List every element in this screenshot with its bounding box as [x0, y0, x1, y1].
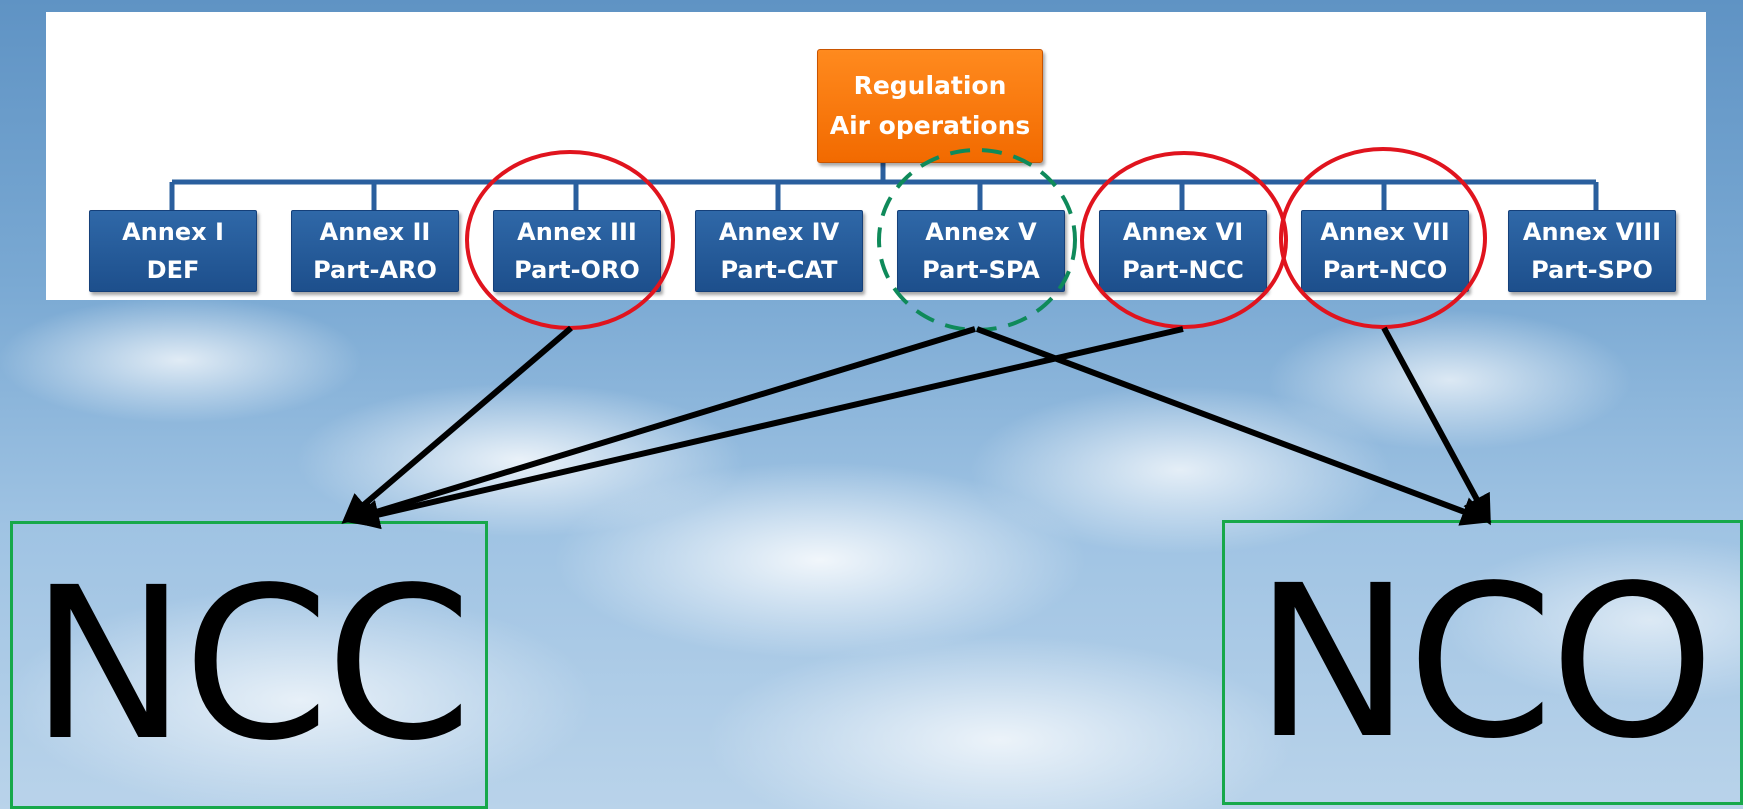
annex-5-title: Annex V	[925, 218, 1037, 246]
regulation-root-box: Regulation Air operations	[817, 49, 1043, 163]
arrow-spa-to-ncc	[344, 326, 976, 528]
annex-6-title: Annex VI	[1122, 218, 1244, 246]
annex-2-title: Annex II	[319, 218, 431, 246]
annex-3-title: Annex III	[517, 218, 637, 246]
annex-5-part: Part-SPA	[922, 256, 1040, 284]
arrow-ncc-to-ncc	[349, 326, 1184, 530]
annex-box-7: Annex VII Part-NCO	[1301, 210, 1469, 292]
annex-8-part: Part-SPO	[1531, 256, 1653, 284]
arrow-spa-to-nco	[975, 326, 1492, 526]
annex-7-title: Annex VII	[1320, 218, 1450, 246]
ncc-target-box: NCC	[10, 521, 488, 809]
nco-target-box: NCO	[1222, 520, 1743, 805]
annex-1-title: Annex I	[122, 218, 224, 246]
annex-box-2: Annex II Part-ARO	[291, 210, 459, 292]
annex-4-part: Part-CAT	[720, 256, 838, 284]
annex-box-1: Annex I DEF	[89, 210, 257, 292]
arrow-nco-to-nco	[1381, 326, 1491, 526]
annex-3-part: Part-ORO	[514, 256, 640, 284]
regulation-structure-chart: Regulation Air operations Annex I DEF An…	[46, 12, 1706, 300]
ncc-label: NCC	[29, 542, 472, 787]
nco-label: NCO	[1253, 539, 1715, 785]
root-line-2: Air operations	[829, 111, 1031, 140]
annex-box-5: Annex V Part-SPA	[897, 210, 1065, 292]
annex-1-part: DEF	[146, 256, 200, 284]
annex-box-3: Annex III Part-ORO	[493, 210, 661, 292]
annex-6-part: Part-NCC	[1122, 256, 1244, 284]
annex-box-8: Annex VIII Part-SPO	[1508, 210, 1676, 292]
arrow-oro-to-ncc	[341, 325, 573, 524]
annex-box-6: Annex VI Part-NCC	[1099, 210, 1267, 292]
annex-8-title: Annex VIII	[1522, 218, 1662, 246]
annex-2-part: Part-ARO	[313, 256, 437, 284]
annex-4-title: Annex IV	[718, 218, 840, 246]
annex-7-part: Part-NCO	[1322, 256, 1448, 284]
root-line-1: Regulation	[853, 71, 1007, 100]
annex-box-4: Annex IV Part-CAT	[695, 210, 863, 292]
